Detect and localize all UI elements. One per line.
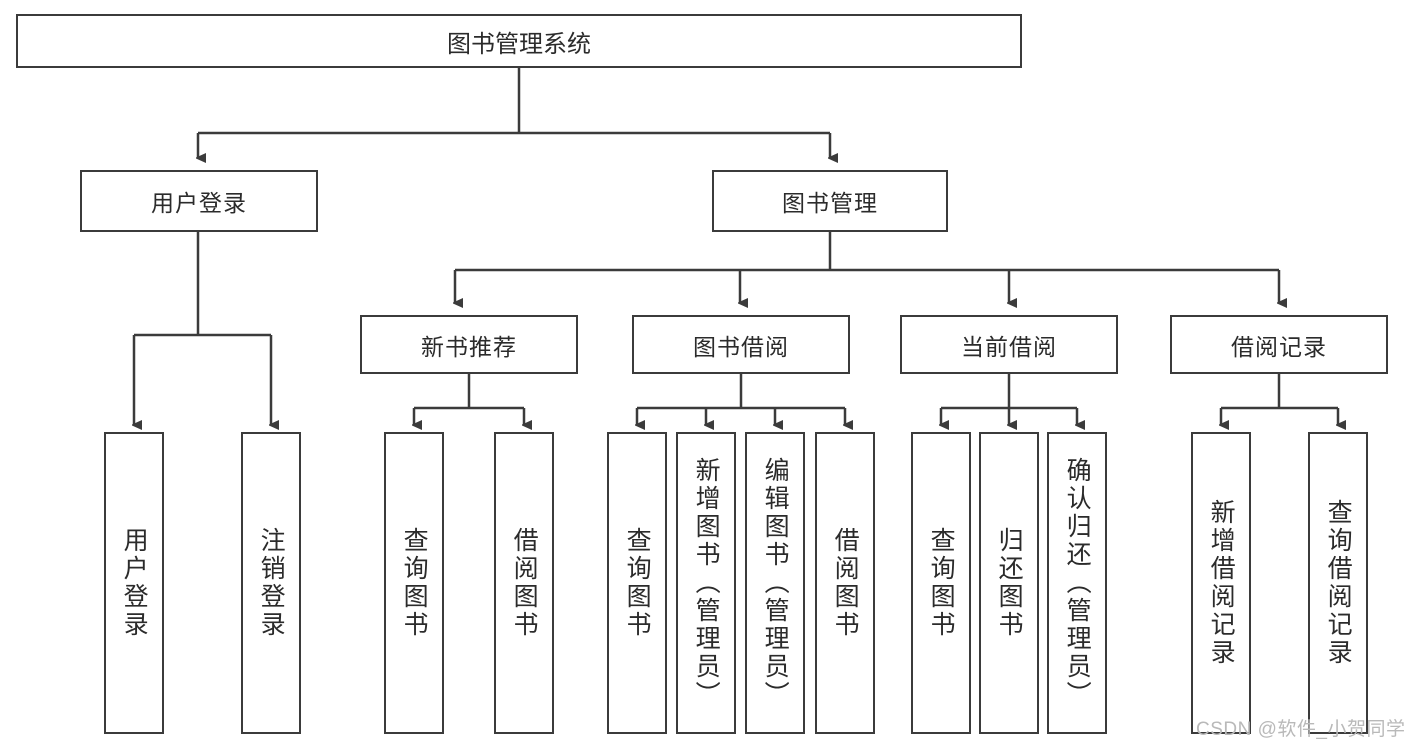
watermark-text: CSDN @软件_小贺同学 xyxy=(1196,719,1405,740)
leaf-return-book[interactable]: 归还图书 xyxy=(979,432,1039,734)
node-user-login-label: 用户登录 xyxy=(151,190,247,216)
node-book-management-label: 图书管理 xyxy=(782,190,878,216)
leaf-query-book-current[interactable]: 查询图书 xyxy=(911,432,971,734)
leaf-borrow-book-recommend-label: 借阅图书 xyxy=(510,527,539,639)
leaf-borrow-book-recommend[interactable]: 借阅图书 xyxy=(494,432,554,734)
leaf-add-book-admin-label: 新增图书（管理员） xyxy=(692,457,721,709)
leaf-confirm-return-admin-label: 确认归还（管理员） xyxy=(1063,457,1092,709)
leaf-query-borrow-record[interactable]: 查询借阅记录 xyxy=(1308,432,1368,734)
node-new-book-recommend-label: 新书推荐 xyxy=(421,333,517,360)
leaf-add-book-admin[interactable]: 新增图书（管理员） xyxy=(676,432,736,734)
leaf-query-book-recommend[interactable]: 查询图书 xyxy=(384,432,444,734)
leaf-borrow-book[interactable]: 借阅图书 xyxy=(815,432,875,734)
node-user-login[interactable]: 用户登录 xyxy=(80,170,318,232)
node-borrow-record-label: 借阅记录 xyxy=(1231,333,1327,360)
leaf-query-borrow-record-label: 查询借阅记录 xyxy=(1324,499,1353,667)
leaf-query-book-borrow-label: 查询图书 xyxy=(623,527,652,639)
leaf-user-login-label: 用户登录 xyxy=(120,527,149,639)
node-book-management[interactable]: 图书管理 xyxy=(712,170,948,232)
node-new-book-recommend[interactable]: 新书推荐 xyxy=(360,315,578,374)
node-book-borrow[interactable]: 图书借阅 xyxy=(632,315,850,374)
leaf-logout[interactable]: 注销登录 xyxy=(241,432,301,734)
node-current-borrow-label: 当前借阅 xyxy=(961,333,1057,360)
leaf-add-borrow-record[interactable]: 新增借阅记录 xyxy=(1191,432,1251,734)
leaf-query-book-current-label: 查询图书 xyxy=(927,527,956,639)
node-root[interactable]: 图书管理系统 xyxy=(16,14,1022,68)
leaf-confirm-return-admin[interactable]: 确认归还（管理员） xyxy=(1047,432,1107,734)
leaf-edit-book-admin-label: 编辑图书（管理员） xyxy=(761,457,790,709)
leaf-add-borrow-record-label: 新增借阅记录 xyxy=(1207,499,1236,667)
node-book-borrow-label: 图书借阅 xyxy=(693,333,789,360)
node-borrow-record[interactable]: 借阅记录 xyxy=(1170,315,1388,374)
node-root-label: 图书管理系统 xyxy=(447,30,591,58)
leaf-user-login[interactable]: 用户登录 xyxy=(104,432,164,734)
leaf-return-book-label: 归还图书 xyxy=(995,527,1024,639)
leaf-borrow-book-label: 借阅图书 xyxy=(831,527,860,639)
leaf-edit-book-admin[interactable]: 编辑图书（管理员） xyxy=(745,432,805,734)
leaf-query-book-recommend-label: 查询图书 xyxy=(400,527,429,639)
leaf-query-book-borrow[interactable]: 查询图书 xyxy=(607,432,667,734)
node-current-borrow[interactable]: 当前借阅 xyxy=(900,315,1118,374)
leaf-logout-label: 注销登录 xyxy=(257,527,286,639)
